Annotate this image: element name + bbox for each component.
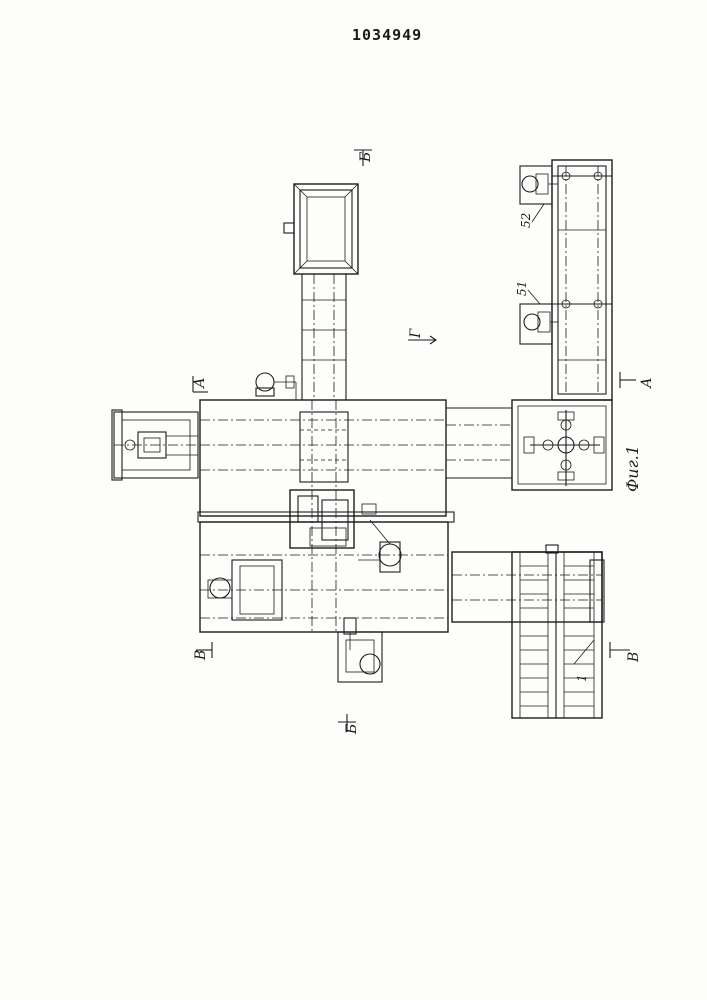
section-label-b-bottom: Б — [344, 724, 360, 735]
cross-beam — [198, 512, 454, 522]
section-label-v-right: В — [626, 652, 642, 663]
right-connector — [446, 408, 512, 478]
ref-numeral-51: 51 — [515, 281, 529, 296]
feeder-motor — [256, 373, 296, 400]
lower-drive — [338, 618, 382, 682]
figure-caption: Фиг.1 — [623, 445, 642, 492]
central-mechanism — [290, 490, 401, 572]
section-label-a-right: А — [639, 377, 655, 389]
section-marker-a-right — [620, 372, 636, 388]
rack-slots — [520, 566, 594, 706]
ref-numeral-1: 1 — [575, 674, 589, 682]
leader-line-1 — [574, 640, 594, 664]
ref-numeral-52: 52 — [519, 213, 533, 228]
section-label-v-left: В — [193, 650, 209, 661]
main-unit-upper — [200, 400, 446, 516]
right-unit — [512, 400, 612, 490]
section-label-a-left: А — [192, 377, 208, 389]
section-label-b-top: Б — [358, 152, 374, 163]
top-feeder-frame — [284, 184, 358, 274]
feeder-conveyor — [302, 274, 346, 400]
right-conveyor — [552, 160, 612, 400]
left-side-unit — [112, 410, 198, 480]
view-label: Г — [408, 328, 424, 339]
